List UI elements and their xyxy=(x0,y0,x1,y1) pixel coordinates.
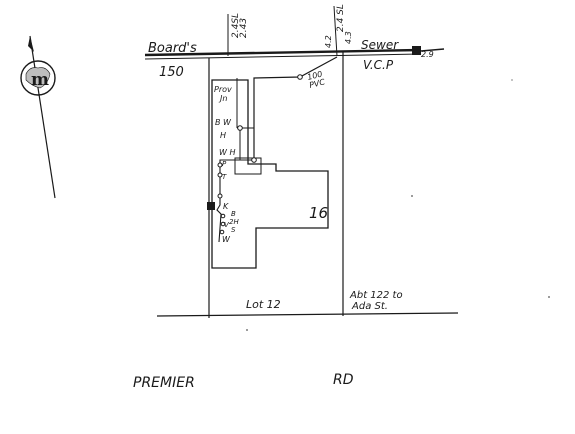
depth-mark-4: 4.2 xyxy=(324,35,333,48)
junction-label-1: Prov xyxy=(214,85,232,94)
fixture-v: V xyxy=(224,221,230,229)
street-label: Board's xyxy=(148,41,197,56)
speck xyxy=(511,79,513,81)
sewer-main xyxy=(144,46,445,60)
sewer-number: 150 xyxy=(159,65,184,80)
fixture-markers xyxy=(207,74,303,235)
road-name: PREMIER xyxy=(133,375,195,391)
distance-note-1: Abt 122 to xyxy=(349,290,403,301)
house-outline xyxy=(211,79,329,269)
house-extension xyxy=(234,157,262,175)
connection-material: PVC xyxy=(308,77,326,90)
sewer-end-label: 2.9 xyxy=(421,50,434,59)
fixture-w: W xyxy=(222,235,231,244)
connection-size: 100 xyxy=(306,70,323,82)
depth-mark-1: 2.4SL xyxy=(231,13,241,38)
fixture-2h: 2H xyxy=(229,218,239,226)
depth-leader-right xyxy=(333,5,338,57)
fixture-wh: W H xyxy=(219,148,235,157)
fixture-t: T xyxy=(222,173,227,181)
speck xyxy=(548,296,550,298)
north-arrow-icon: m xyxy=(20,35,56,199)
depth-mark-5: 4.3 xyxy=(344,31,353,44)
sewer-pipe-label: Sewer xyxy=(361,38,399,52)
fixture-s: S xyxy=(231,226,236,234)
fixture-h: H xyxy=(220,131,226,140)
sewer-pipe-type: V.C.P xyxy=(363,58,394,72)
depth-mark-2: 2.43 xyxy=(239,18,249,38)
speck xyxy=(246,329,248,331)
svg-text:m: m xyxy=(31,70,49,90)
drain-lines xyxy=(216,56,338,243)
junction-label-2: Jn xyxy=(218,94,227,103)
fixture-b: B xyxy=(231,210,236,218)
manhole-icon xyxy=(412,46,421,55)
fixture-k: K xyxy=(223,202,229,211)
fixture-p: P xyxy=(222,160,227,168)
property-boundary xyxy=(156,52,459,318)
speck xyxy=(411,195,413,197)
house-number: 16 xyxy=(309,204,328,222)
lot-label: Lot 12 xyxy=(246,298,281,311)
distance-note-2: Ada St. xyxy=(351,301,388,312)
fixture-bw: B W xyxy=(215,118,232,127)
depth-mark-3: 2.4 SL xyxy=(336,4,346,32)
road-type: RD xyxy=(333,372,354,388)
